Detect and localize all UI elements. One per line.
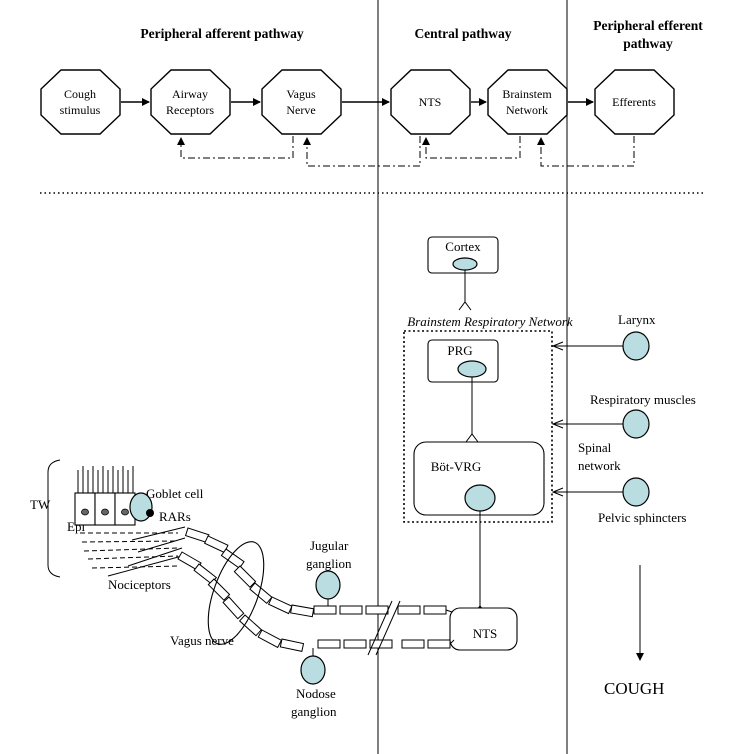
cortex-neuron [452, 257, 478, 271]
jugular-neuron [315, 570, 341, 600]
prg-box: PRG [427, 339, 499, 383]
brainstem-network-label: Brainstem Respiratory Network [407, 314, 573, 329]
vagus-fibre-upper [184, 527, 447, 618]
respiratory-muscles-output: Respiratory muscles [551, 392, 696, 439]
pelvic-sphincters-neuron [622, 477, 650, 507]
nociceptors-label: Nociceptors [108, 577, 171, 592]
nodose-label: ganglion [291, 704, 337, 719]
flow-node-label: Airway [172, 87, 208, 101]
header-efferent-line1: Peripheral efferent [593, 18, 703, 33]
flow-node-label: stimulus [60, 103, 101, 117]
nodose-neuron [300, 655, 326, 685]
bot-vrg-label: Böt-VRG [431, 459, 482, 474]
flow-node-label: Nerve [286, 103, 315, 117]
respiratory-muscles-label: Respiratory muscles [590, 392, 696, 407]
cut-mark [367, 600, 393, 656]
vagus-sheath [207, 541, 265, 645]
flow-node-airway-receptors: Airway Receptors [150, 69, 231, 135]
flow-node-brainstem-network: Brainstem Network [487, 69, 568, 135]
jugular-label: ganglion [306, 556, 352, 571]
cilia [77, 466, 134, 493]
respiratory-muscles-neuron [622, 409, 650, 439]
flow-node-efferents: Efferents [594, 69, 675, 135]
bot-vrg-neuron [464, 484, 496, 512]
nts-label: NTS [473, 626, 498, 641]
flow-node-nts: NTS [390, 69, 471, 135]
cortex-label: Cortex [445, 239, 481, 254]
flow-node-label: Vagus [286, 87, 316, 101]
spinal-network-label: Spinal [578, 440, 612, 455]
flow-node-label: Efferents [612, 95, 656, 109]
prg-neuron [457, 360, 487, 378]
larynx-label: Larynx [618, 312, 656, 327]
jugular-ganglion: Jugular ganglion [306, 538, 352, 606]
jugular-label: Jugular [310, 538, 349, 553]
prg-label: PRG [447, 343, 472, 358]
flow-node-label: Brainstem [502, 87, 552, 101]
pelvic-sphincters-label: Pelvic sphincters [598, 510, 686, 525]
nodose-ganglion: Nodose ganglion [291, 648, 337, 719]
rars-receptor [146, 509, 154, 517]
flow-node-label: Cough [64, 87, 96, 101]
nodose-label: Nodose [296, 686, 336, 701]
header-afferent: Peripheral afferent pathway [140, 26, 303, 41]
flow-node-cough-stimulus: Cough stimulus [40, 69, 121, 135]
bot-vrg-box: Böt-VRG [413, 441, 545, 516]
header-central: Central pathway [414, 26, 511, 41]
synapse-fork [465, 433, 479, 443]
flow-node-label: NTS [419, 95, 442, 109]
tw-label: TW [30, 497, 51, 512]
flow-node-label: Receptors [166, 103, 214, 117]
synapse-fork [458, 301, 472, 311]
cortex-box: Cortex [427, 236, 499, 274]
rars-label: RARs [159, 509, 191, 524]
goblet-cell-label: Goblet cell [146, 486, 204, 501]
brainstem-network-box [403, 330, 553, 523]
tw-bracket [47, 459, 61, 578]
cut-mark [375, 600, 401, 656]
larynx-neuron [622, 331, 650, 361]
header-efferent-line2: pathway [623, 36, 673, 51]
cough-label: COUGH [604, 679, 664, 698]
vagus-nerve-label: Vagus nerve [170, 633, 234, 648]
pelvic-sphincters-output: Pelvic sphincters [551, 477, 686, 525]
nts-box: NTS [449, 607, 518, 651]
flow-node-vagus-nerve: Vagus Nerve [261, 69, 342, 135]
spinal-network-label: network [578, 458, 621, 473]
flow-node-label: Network [506, 103, 548, 117]
feedback-loops [177, 136, 635, 167]
larynx-output: Larynx [551, 312, 656, 361]
airway-epithelium: TW Epi Goblet cell RARs [30, 459, 204, 578]
